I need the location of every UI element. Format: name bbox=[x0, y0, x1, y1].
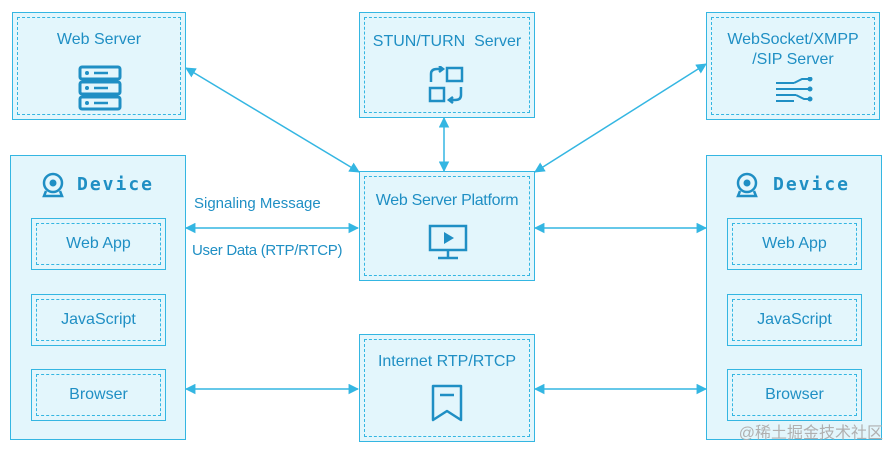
stun-turn-server-box: STUN/TURN Server bbox=[359, 12, 535, 118]
left-device-box: Device Web App JavaScript Browser bbox=[10, 155, 186, 440]
bookmark-icon bbox=[431, 384, 463, 422]
right-device-box: Device Web App JavaScript Browser bbox=[706, 155, 882, 440]
websocket-server-box: WebSocket/XMPP /SIP Server bbox=[706, 12, 880, 120]
server-rack-icon bbox=[78, 65, 122, 111]
arrow-webserver-platform bbox=[185, 67, 360, 173]
left-browser: Browser bbox=[31, 369, 166, 421]
right-browser: Browser bbox=[727, 369, 862, 421]
webcam-icon bbox=[42, 172, 64, 198]
web-server-box: Web Server bbox=[12, 12, 186, 120]
network-circuit-icon bbox=[776, 77, 813, 102]
web-server-platform-box: Web Server Platform bbox=[359, 171, 535, 281]
monitor-play-icon bbox=[428, 224, 468, 260]
left-web-app: Web App bbox=[31, 218, 166, 270]
platform-title: Web Server Platform bbox=[375, 192, 519, 209]
right-javascript: JavaScript bbox=[727, 294, 862, 346]
right-device-title: Device bbox=[773, 174, 851, 195]
left-device-title: Device bbox=[77, 174, 155, 195]
relay-exchange-icon bbox=[428, 66, 464, 104]
stun-turn-title: STUN/TURN Server bbox=[372, 33, 522, 50]
left-javascript: JavaScript bbox=[31, 294, 166, 346]
watermark-text: @稀土掘金技术社区 bbox=[738, 425, 883, 442]
web-server-title: Web Server bbox=[56, 31, 142, 48]
user-data-label: User Data (RTP/RTCP) bbox=[192, 242, 343, 259]
internet-rtp-box: Internet RTP/RTCP bbox=[359, 334, 535, 442]
webcam-icon bbox=[736, 172, 758, 198]
right-web-app: Web App bbox=[727, 218, 862, 270]
arrow-websocket-platform bbox=[534, 63, 707, 173]
signaling-message-label: Signaling Message bbox=[194, 195, 321, 212]
internet-rtp-title: Internet RTP/RTCP bbox=[377, 353, 517, 370]
websocket-title-line2: /SIP Server bbox=[752, 51, 834, 68]
websocket-title-line1: WebSocket/XMPP bbox=[727, 31, 859, 48]
